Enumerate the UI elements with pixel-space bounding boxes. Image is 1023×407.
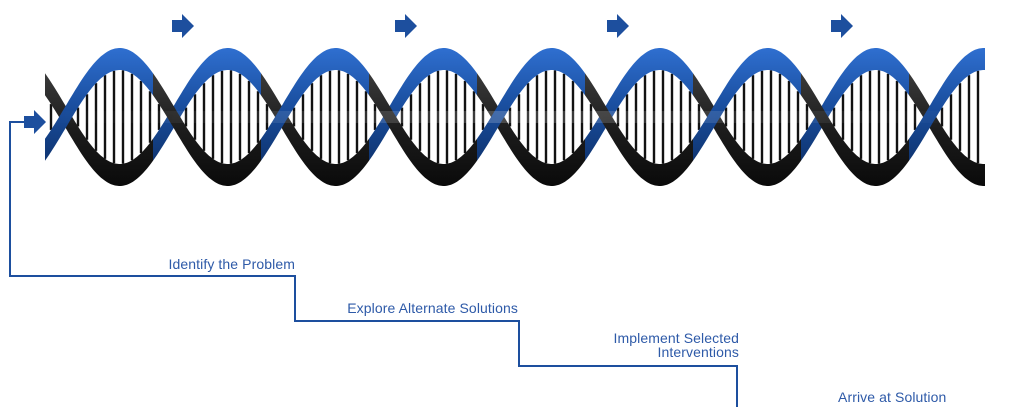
arrow-right-icon xyxy=(395,14,417,38)
blue-strand-segment xyxy=(477,48,585,161)
blue-strand-segment xyxy=(801,48,909,161)
step-label-identify-problem: Identify the Problem xyxy=(168,257,295,271)
black-strand-segment xyxy=(477,73,585,186)
arrow-right-icon xyxy=(831,14,853,38)
step-3-text-line2: Interventions xyxy=(657,344,739,360)
helix-highlight xyxy=(45,111,985,123)
step-4-text: Arrive at Solution xyxy=(838,389,947,405)
blue-strand-segment xyxy=(45,48,153,161)
arrow-right-icon xyxy=(172,14,194,38)
step-label-arrive-at-solution: Arrive at Solution xyxy=(838,390,946,404)
step-2-text: Explore Alternate Solutions xyxy=(347,300,518,316)
black-strand-segment xyxy=(261,73,369,186)
blue-strand-segment xyxy=(693,48,801,161)
black-strand-segment xyxy=(693,73,801,186)
blue-strand-segment xyxy=(909,48,985,161)
black-strand-segment xyxy=(153,73,261,186)
black-strand-segment xyxy=(801,73,909,186)
helix-back-strand xyxy=(45,48,985,186)
arrow-right-icon xyxy=(607,14,629,38)
step-1-text: Identify the Problem xyxy=(168,256,295,272)
black-strand-segment xyxy=(909,73,985,186)
blue-strand-segment xyxy=(261,48,369,161)
staircase-connector xyxy=(9,121,738,407)
black-strand-segment xyxy=(585,73,693,186)
step-3-text-line1: Implement Selected xyxy=(613,330,739,346)
arrow-right-icon xyxy=(24,110,46,134)
blue-strand-segment xyxy=(153,48,261,161)
top-arrows xyxy=(24,14,853,134)
step-connector-line xyxy=(9,121,738,407)
blue-strand-segment xyxy=(369,48,477,161)
black-strand-segment xyxy=(369,73,477,186)
step-label-implement-interventions: Implement Selected Interventions xyxy=(613,331,739,359)
blue-strand-segment xyxy=(585,48,693,161)
step-label-explore-solutions: Explore Alternate Solutions xyxy=(347,301,518,315)
helix-front-strand xyxy=(45,48,985,186)
black-strand-segment xyxy=(45,73,153,186)
